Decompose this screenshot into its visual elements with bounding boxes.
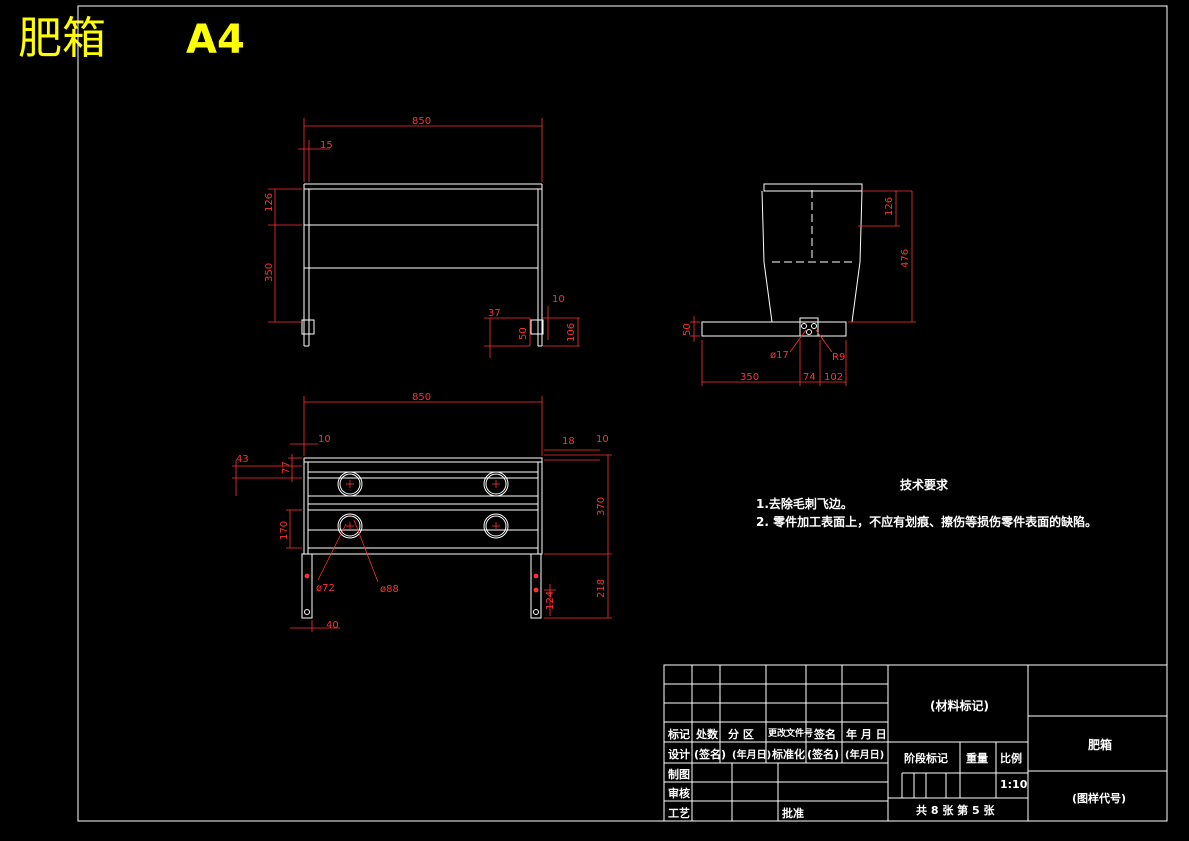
tb-sheet-info: 共 8 张 第 5 张 bbox=[916, 804, 995, 817]
dim-side-w74: 74 bbox=[803, 372, 816, 383]
tb-stage-mark: 阶段标记 bbox=[904, 752, 948, 765]
dim-front-37: 37 bbox=[488, 308, 501, 319]
dim-top-10a: 10 bbox=[318, 434, 331, 445]
dim-front-50: 50 bbox=[518, 327, 529, 340]
dim-front-post: 15 bbox=[320, 140, 333, 151]
tech-req-heading: 技术要求 bbox=[900, 478, 949, 492]
tb-hdr-zone: 分 区 bbox=[728, 728, 754, 741]
dim-front-h2: 350 bbox=[264, 263, 275, 282]
dim-front-width: 850 bbox=[412, 116, 431, 127]
tech-req-item-1: 1.去除毛刺飞边。 bbox=[756, 497, 853, 511]
dim-side-r9: R9 bbox=[832, 352, 845, 363]
dim-top-dia88: ø88 bbox=[380, 584, 399, 595]
dim-side-h126: 126 bbox=[884, 197, 895, 216]
dim-top-218: 218 bbox=[596, 579, 607, 598]
tb-standard-sign: (签名) bbox=[807, 748, 840, 761]
top-view-dimension-labels: 850 10 18 10 43 77 370 170 ø72 ø88 218 1… bbox=[236, 392, 609, 631]
dim-front-106: 106 bbox=[566, 323, 577, 342]
dim-top-40: 40 bbox=[326, 620, 339, 631]
dim-top-43: 43 bbox=[236, 454, 249, 465]
front-view-dimension-labels: 850 15 126 350 37 10 50 106 bbox=[264, 116, 577, 342]
tb-material-mark: (材料标记) bbox=[930, 699, 989, 713]
title-block bbox=[663, 664, 1168, 822]
tb-drafting-label: 制图 bbox=[668, 768, 690, 781]
dim-top-170: 170 bbox=[279, 521, 290, 540]
dim-top-124: 124 bbox=[545, 591, 556, 610]
top-view-dimensions bbox=[232, 396, 612, 632]
dim-top-10b: 10 bbox=[596, 434, 609, 445]
tb-hdr-count: 处数 bbox=[696, 728, 718, 741]
dim-side-dia17: ø17 bbox=[770, 350, 789, 361]
front-view-dimensions bbox=[268, 118, 580, 358]
tb-standard-label: 标准化 bbox=[772, 748, 805, 761]
tb-scale-value: 1:10 bbox=[1000, 778, 1028, 791]
drawing-title-name: 肥箱 bbox=[18, 13, 106, 64]
tb-design-date: (年月日) bbox=[732, 750, 772, 761]
tb-part-name: 肥箱 bbox=[1088, 738, 1113, 752]
tb-hdr-mark: 标记 bbox=[668, 728, 690, 741]
dim-front-10: 10 bbox=[552, 294, 565, 305]
tb-hdr-date: 年 月 日 bbox=[846, 728, 887, 741]
tb-review-label: 审核 bbox=[668, 787, 690, 800]
tb-process-label: 工艺 bbox=[668, 807, 690, 820]
tb-scale-label: 比例 bbox=[1000, 752, 1022, 765]
dim-side-w102: 102 bbox=[824, 372, 843, 383]
top-view bbox=[301, 457, 543, 619]
tb-hdr-change-doc: 更改文件号 bbox=[768, 729, 814, 739]
tech-req-item-2: 2. 零件加工表面上，不应有划痕、擦伤等损伤零件表面的缺陷。 bbox=[756, 515, 1098, 529]
tb-hdr-sign: 签名 bbox=[814, 728, 836, 741]
sheet-border bbox=[77, 5, 1168, 822]
dim-front-h1: 126 bbox=[264, 193, 275, 212]
tb-drawing-code: (图样代号) bbox=[1072, 792, 1127, 805]
tb-standard-date: (年月日) bbox=[845, 750, 885, 761]
dim-side-h50: 50 bbox=[682, 323, 693, 336]
side-view-dimensions bbox=[690, 190, 916, 386]
top-view-centers bbox=[304, 480, 539, 593]
dim-top-dia72: ø72 bbox=[316, 583, 335, 594]
tb-weight: 重量 bbox=[966, 752, 988, 765]
dim-side-h476: 476 bbox=[900, 249, 911, 268]
side-view-dimension-labels: 126 476 50 ø17 R9 350 74 102 bbox=[682, 197, 911, 383]
tb-design-sign: (签名) bbox=[694, 748, 727, 761]
dim-top-width: 850 bbox=[412, 392, 431, 403]
front-view bbox=[301, 183, 544, 347]
drawing-title-size: A4 bbox=[186, 17, 245, 63]
dim-top-77: 77 bbox=[281, 461, 292, 474]
side-view bbox=[701, 183, 863, 337]
tb-approve-label: 批准 bbox=[782, 807, 804, 820]
dim-top-370: 370 bbox=[596, 497, 607, 516]
tb-design-label: 设计 bbox=[668, 748, 690, 761]
dim-side-w350: 350 bbox=[740, 372, 759, 383]
dim-top-18: 18 bbox=[562, 436, 575, 447]
